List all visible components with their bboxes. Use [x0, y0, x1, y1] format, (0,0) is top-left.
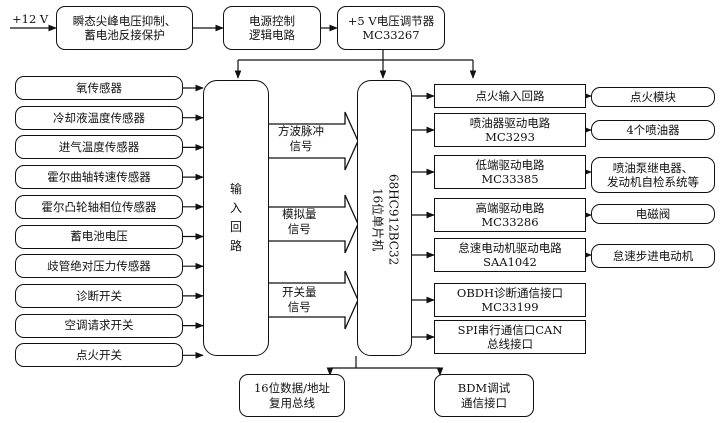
- input-sensor-box: 冷却液温度传感器: [15, 105, 183, 130]
- bdm-line-1: BDM调试: [457, 381, 511, 396]
- driver-circuit-box-line-2: MC33199: [481, 300, 539, 314]
- protection-line-1: 瞬态尖峰电压抑制、: [72, 13, 177, 28]
- driver-circuit-box-line-1: OBDH诊断通信接口: [456, 285, 564, 300]
- input-sensor-box: 蓄电池电压: [15, 224, 183, 249]
- output-device-box-line-1: 喷油泵继电器、: [612, 160, 694, 175]
- input-sensor-box: 点火开关: [15, 343, 183, 368]
- driver-circuit-box-line-1: 点火输入回路: [475, 88, 545, 103]
- input-sensor-box: 霍尔曲轴转速传感器: [15, 165, 183, 190]
- driver-circuit-box-line-1: 喷油器驱动电路: [469, 115, 551, 130]
- driver-circuit-box-line-2: 总线接口: [487, 337, 533, 351]
- power-control-line-2: 逻辑电路: [249, 28, 295, 42]
- output-device-box: 电磁阀: [591, 204, 715, 224]
- signal-label-pulse: 方波脉冲信号: [278, 124, 324, 153]
- driver-circuit-box-line-1: 低端驱动电路: [475, 157, 545, 172]
- protection-line-2: 蓄电池反接保护: [84, 28, 165, 42]
- driver-circuit-box-line-2: MC33286: [481, 215, 539, 229]
- output-device-box-line-1: 电磁阀: [635, 206, 671, 221]
- input-loop-box: 输入回路: [203, 80, 269, 356]
- driver-circuit-box-line-1: 怠速电动机驱动电路: [458, 240, 562, 255]
- output-device-box-line-1: 点火模块: [630, 89, 676, 104]
- input-sensor-box: 诊断开关: [15, 283, 183, 308]
- input-sensor-box: 氧传感器: [15, 76, 183, 100]
- driver-circuit-box: 点火输入回路: [434, 84, 586, 108]
- driver-circuit-box-line-1: SPI串行通信口CAN: [457, 322, 563, 337]
- output-device-box: 喷油泵继电器、发动机自检系统等: [591, 157, 715, 193]
- input-loop-label: 输入回路: [229, 181, 242, 254]
- output-device-box: 怠速步进电动机: [591, 244, 715, 268]
- output-device-box-line-2: 发动机自检系统等: [607, 175, 699, 189]
- bdm-line-2: 通信接口: [461, 395, 507, 410]
- driver-circuit-box-line-2: MC33385: [481, 172, 539, 186]
- driver-circuit-box-line-2: MC3293: [485, 130, 535, 144]
- bus-box: 16位数据/地址 复用总线: [239, 374, 345, 417]
- supply-label: +12 V: [12, 12, 49, 26]
- signal-label-switch: 开关量信号: [282, 285, 317, 314]
- bus-line-2: 复用总线: [269, 395, 315, 410]
- input-sensor-box: 霍尔凸轮轴相位传感器: [15, 194, 183, 219]
- protection-circuit-box: 瞬态尖峰电压抑制、 蓄电池反接保护: [56, 6, 193, 50]
- output-device-box-line-1: 怠速步进电动机: [612, 248, 694, 263]
- input-sensor-box: 歧管绝对压力传感器: [15, 254, 183, 279]
- power-control-line-1: 电源控制: [249, 13, 295, 28]
- output-device-box-line-1: 4个喷油器: [626, 122, 680, 137]
- bdm-box: BDM调试 通信接口: [434, 374, 534, 417]
- driver-circuit-box-line-2: SAA1042: [483, 255, 537, 269]
- input-sensor-box: 进气温度传感器: [15, 135, 183, 160]
- input-sensor-box: 空调请求开关: [15, 313, 183, 338]
- signal-label-analog: 模拟量信号: [282, 207, 317, 236]
- power-control-box: 电源控制 逻辑电路: [223, 6, 321, 50]
- driver-circuit-box-line-1: 高端驱动电路: [475, 200, 545, 215]
- voltage-regulator-box: +5 V电压调节器 MC33267: [337, 6, 445, 50]
- bus-line-1: 16位数据/地址: [253, 381, 330, 396]
- output-device-box: 4个喷油器: [591, 120, 715, 140]
- output-device-box: 点火模块: [591, 87, 715, 107]
- regulator-line-2: MC33267: [362, 28, 420, 42]
- regulator-line-1: +5 V电压调节器: [347, 13, 435, 28]
